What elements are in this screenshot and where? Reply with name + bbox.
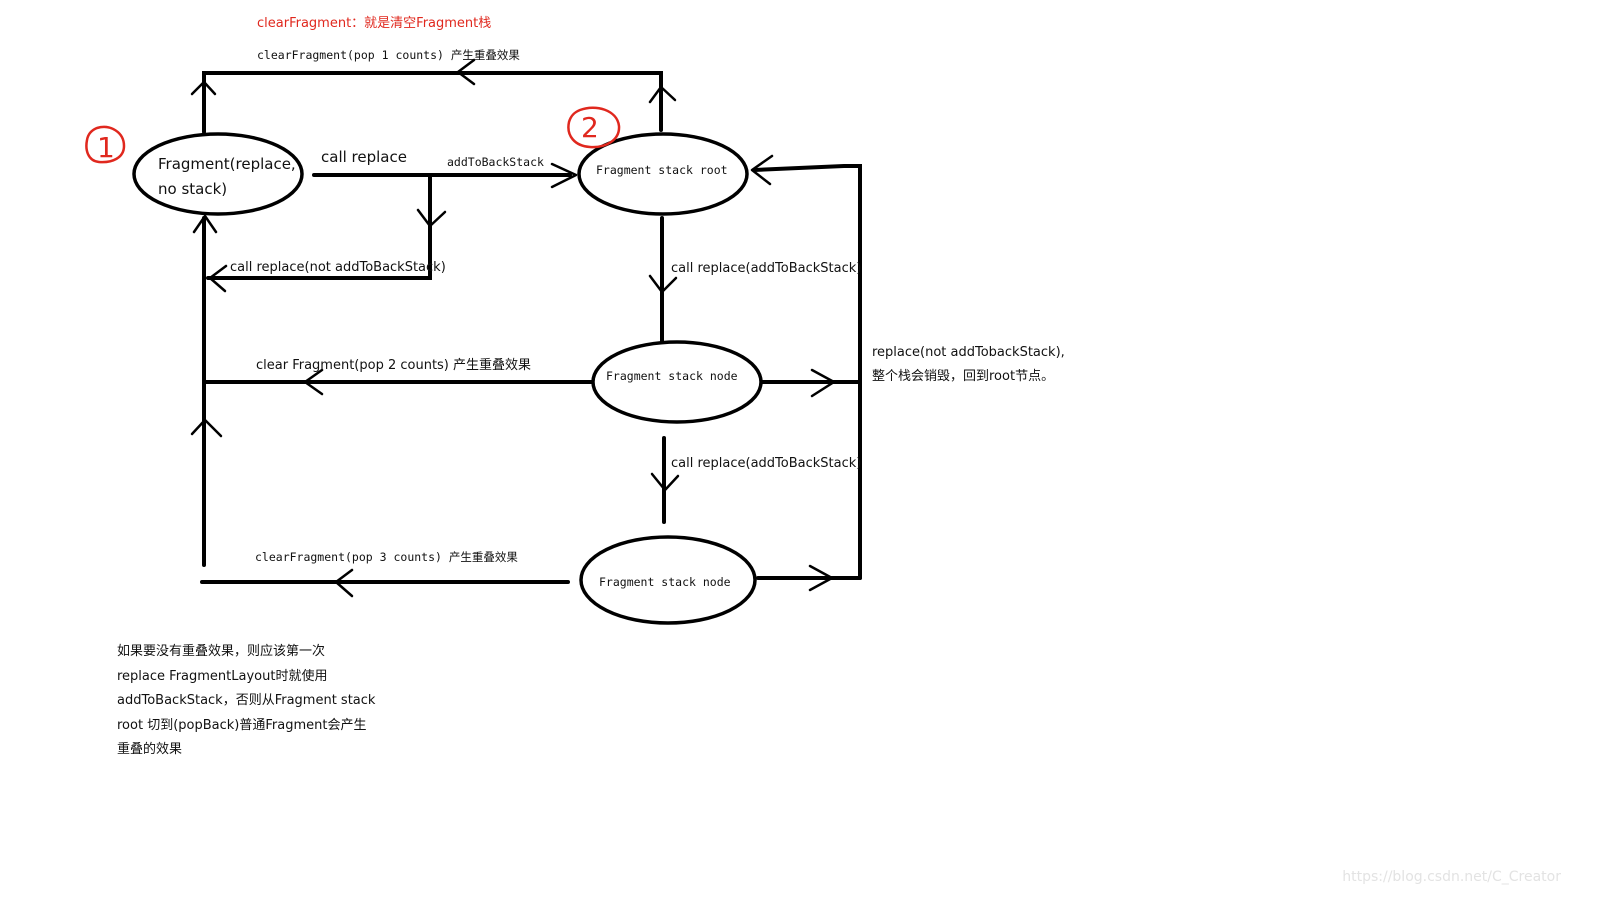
arrow-left-to-fragment <box>208 264 228 293</box>
marker-one-number: 1 <box>97 131 115 164</box>
arrow-down-node-a-node-b <box>650 472 680 492</box>
right-rail-line <box>752 164 862 580</box>
label-replace-not-line2: 整个栈会销毁，回到root节点。 <box>872 369 1054 384</box>
marker-two-circle <box>567 106 621 149</box>
arrow-left-to-root <box>750 154 774 186</box>
arrow-right-node-b <box>808 564 834 592</box>
arrow-right-to-root <box>550 162 578 189</box>
arrow-down-branch <box>416 208 447 228</box>
arrow-up-fragment-bottom <box>192 214 218 234</box>
node-a-label: Fragment stack node <box>606 369 738 383</box>
note-line: replace FragmentLayout时就使用 <box>117 668 328 684</box>
note-line: addToBackStack，否则从Fragment stack <box>117 693 376 708</box>
label-call-replace-add-2: call replace(addToBackStack) <box>671 456 861 471</box>
node-fragment-stack-node-b <box>579 535 757 625</box>
edge-call-replace-not-line <box>206 174 432 280</box>
note-line: 重叠的效果 <box>117 742 183 757</box>
label-clear-pop2: clear Fragment(pop 2 counts) 产生重叠效果 <box>256 357 531 373</box>
marker-two-number: 2 <box>581 111 599 144</box>
node-fragment-stack-node-a <box>591 340 763 424</box>
arrow-left-pop3 <box>334 568 354 598</box>
label-call-replace: call replace <box>321 148 407 166</box>
clear-fragment-title-note: clearFragment：就是清空Fragment栈 <box>257 16 491 31</box>
label-replace-not-line1: replace(not addTobackStack), <box>872 345 1065 360</box>
arrow-right-node-a <box>810 368 836 398</box>
label-call-replace-add-1: call replace(addToBackStack) <box>671 261 861 276</box>
arrow-up-root-top <box>648 85 677 104</box>
node-fragment-stack-root <box>577 132 749 216</box>
marker-one-circle <box>85 125 126 164</box>
note-line: 如果要没有重叠效果，则应该第一次 <box>117 644 326 659</box>
watermark: https://blog.csdn.net/C_Creator <box>1342 869 1561 885</box>
node-b-label: Fragment stack node <box>599 575 731 589</box>
arrow-up-left-backbone <box>190 418 223 438</box>
node-fragment-label-line2: no stack) <box>158 180 227 198</box>
arrow-down-root-node-a <box>648 274 678 294</box>
arrow-up-fragment-top <box>190 80 217 96</box>
node-fragment-no-stack <box>132 132 304 216</box>
note-line: root 切到(popBack)普通Fragment会产生 <box>117 717 367 733</box>
node-fragment-label-line1: Fragment(replace, <box>158 155 296 173</box>
label-clear-pop1: clearFragment(pop 1 counts) 产生重叠效果 <box>257 48 520 62</box>
edge-clear-pop1-line <box>202 71 663 134</box>
label-call-replace-not: call replace(not addToBackStack) <box>230 260 446 275</box>
arrow-left-top <box>456 58 476 86</box>
overlap-explanation-note: 如果要没有重叠效果，则应该第一次 replace FragmentLayout时… <box>117 640 387 763</box>
arrow-left-pop2 <box>303 368 324 396</box>
label-add-to-back-stack: addToBackStack <box>447 155 544 169</box>
node-root-label: Fragment stack root <box>596 163 728 177</box>
label-clear-pop3: clearFragment(pop 3 counts) 产生重叠效果 <box>255 550 518 564</box>
